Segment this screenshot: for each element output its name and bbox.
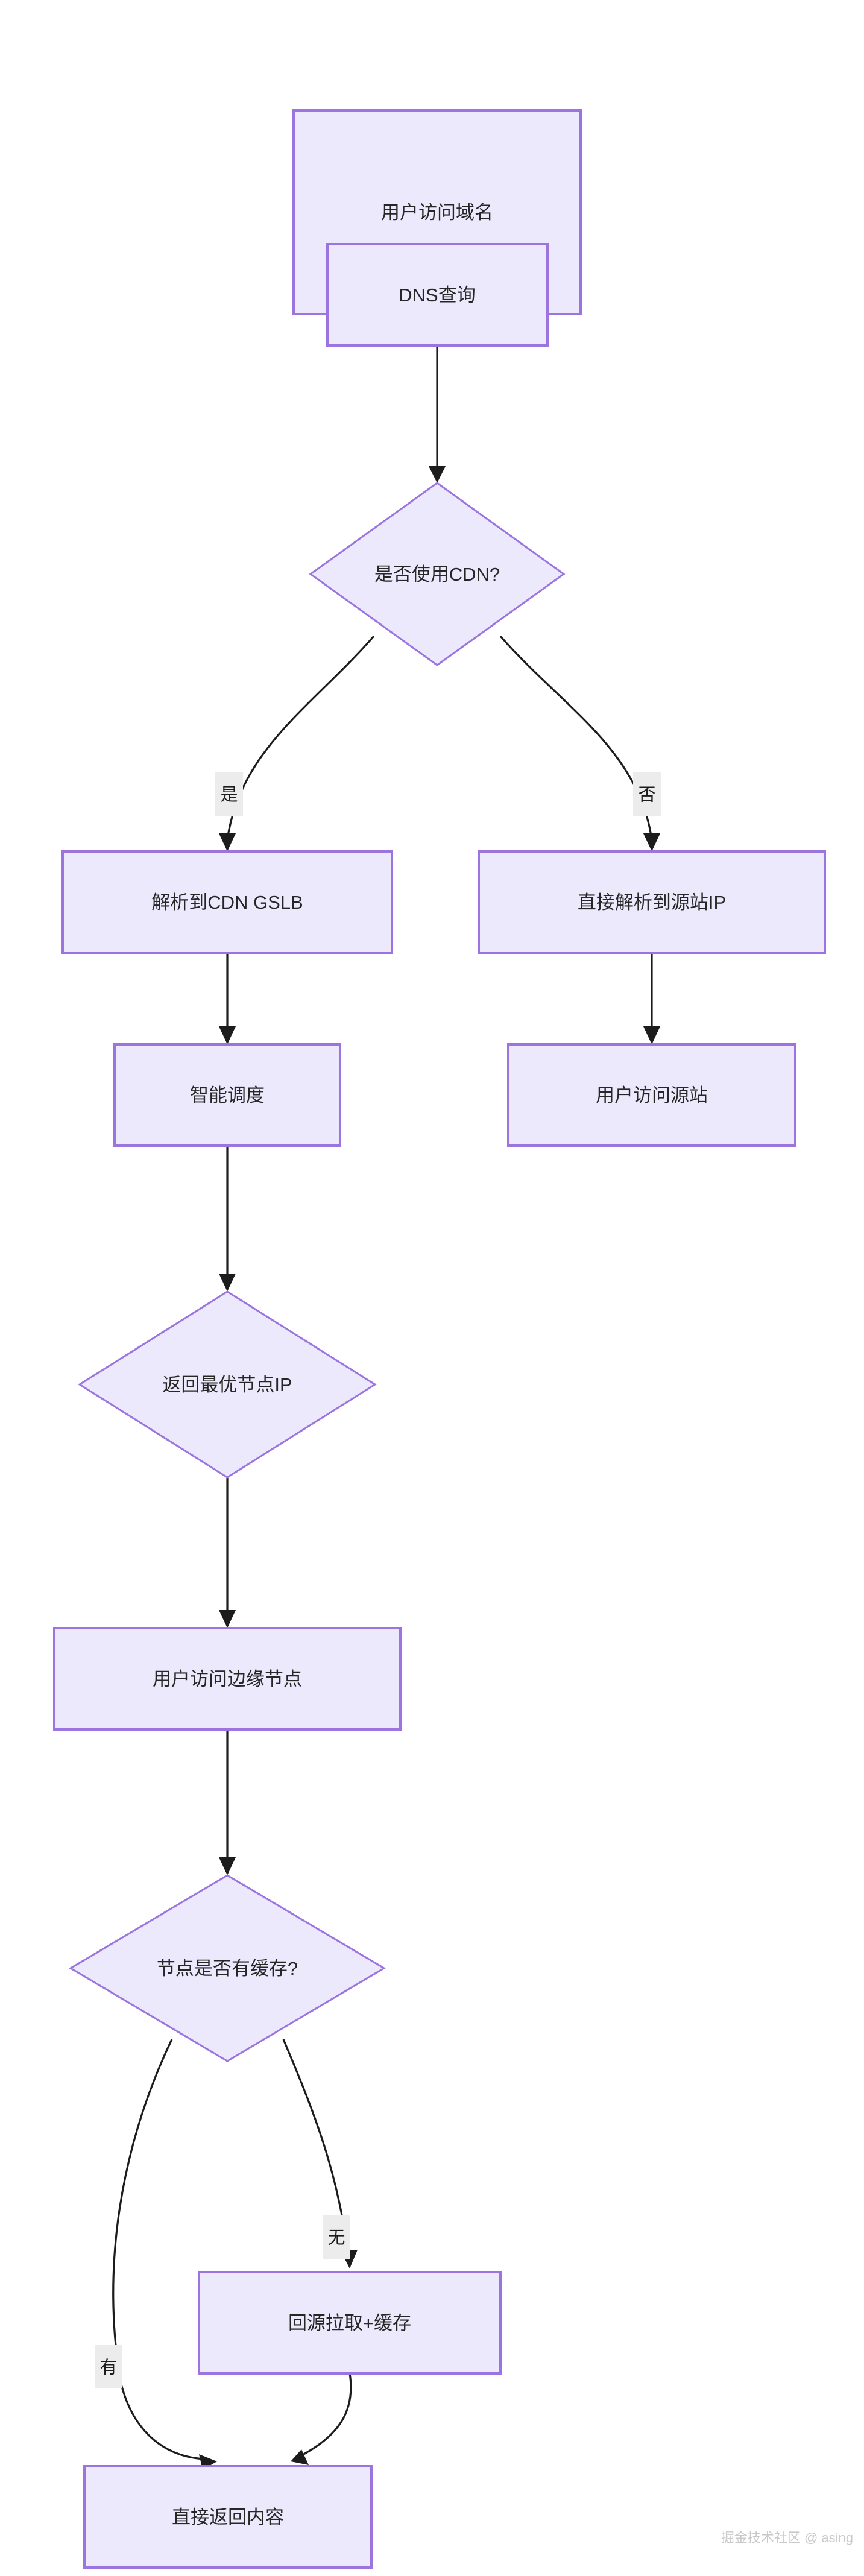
edge-label-background: [633, 772, 661, 816]
edge-arrow-cdn-no-to-origin-ip: [643, 833, 660, 851]
node-intelligent-scheduling[interactable]: 智能调度: [113, 1043, 341, 1147]
node-label-user-visits-domain: 用户访问域名: [381, 202, 493, 223]
node-label-dns-query: DNS查询: [399, 285, 475, 306]
node-label-user-visits-edge-node: 用户访问边缘节点: [153, 1668, 302, 1690]
edge-arrow-dns-to-cdn-decision: [429, 466, 446, 483]
edge-arrow-cdn-yes-to-gslb: [219, 833, 236, 851]
node-user-visits-origin[interactable]: 用户访问源站: [507, 1043, 796, 1147]
node-shape-diamond: [78, 1290, 377, 1479]
node-shape-rect: [113, 1043, 341, 1147]
edge-label-text: 有: [99, 2358, 117, 2378]
edge-label-background: [95, 2345, 122, 2388]
edge-label-text: 是: [220, 786, 238, 805]
edge-label-layer: 是 否 有 无: [95, 772, 661, 2388]
edge-cdn-yes-to-gslb: [226, 635, 375, 840]
node-shape-rect: [53, 1627, 402, 1731]
node-shape-rect: [83, 2465, 373, 2569]
edge-arrow-best-node-to-edge-node: [219, 1610, 236, 1628]
node-return-best-node-ip[interactable]: 返回最优节点IP: [78, 1290, 377, 1479]
edge-label-no-cache: 无: [323, 2215, 350, 2259]
node-shape-rect: [326, 243, 549, 347]
edge-arrow-origin-ip-to-visit-origin: [643, 1026, 660, 1044]
node-label-return-content-directly: 直接返回内容: [172, 2507, 284, 2528]
node-label-decision-use-cdn: 是否使用CDN?: [374, 564, 500, 585]
node-fetch-from-origin-and-cache[interactable]: 回源拉取+缓存: [198, 2271, 502, 2375]
node-decision-use-cdn[interactable]: 是否使用CDN?: [309, 482, 566, 666]
node-shape-rect: [507, 1043, 796, 1147]
node-label-resolve-to-cdn-gslb: 解析到CDN GSLB: [151, 892, 303, 913]
node-dns-query[interactable]: DNS查询: [326, 243, 549, 347]
node-shape-rect: [198, 2271, 502, 2375]
node-decision-node-has-cache[interactable]: 节点是否有缓存?: [69, 1874, 386, 2062]
node-label-return-best-node-ip: 返回最优节点IP: [162, 1374, 292, 1395]
node-label-fetch-from-origin-and-cache: 回源拉取+缓存: [288, 2312, 411, 2334]
node-return-content-directly[interactable]: 直接返回内容: [83, 2465, 373, 2569]
edge-label-background: [323, 2215, 350, 2259]
node-label-intelligent-scheduling: 智能调度: [190, 1085, 265, 1106]
edge-arrow-gslb-to-scheduling: [219, 1026, 236, 1044]
node-shape-diamond: [309, 482, 566, 666]
node-shape-diamond: [69, 1874, 386, 2062]
node-resolve-to-origin-ip[interactable]: 直接解析到源站IP: [478, 850, 826, 954]
edge-cache-hit-to-return-content: [112, 2039, 206, 2460]
node-user-visits-edge-node[interactable]: 用户访问边缘节点: [53, 1627, 402, 1731]
node-label-user-visits-origin: 用户访问源站: [596, 1085, 708, 1106]
edge-arrow-fetch-origin-to-return-content: [291, 2449, 309, 2465]
edge-arrow-edge-node-to-cache-decision: [219, 1857, 236, 1875]
edge-label-background: [215, 772, 243, 816]
node-resolve-to-cdn-gslb[interactable]: 解析到CDN GSLB: [61, 850, 393, 954]
node-label-decision-node-has-cache: 节点是否有缓存?: [157, 1958, 298, 1979]
edge-cdn-no-to-origin-ip: [499, 635, 653, 840]
watermark-label: 掘金技术社区 @ asing: [721, 2530, 853, 2545]
edge-label-has-cache: 有: [95, 2345, 122, 2388]
edge-label-yes-use-cdn: 是: [215, 772, 243, 816]
node-layer: 用户访问域名 DNS查询 是否使用CDN? 解析到CDN GSLB 直接解析到源…: [53, 109, 826, 2569]
node-shape-rect: [61, 850, 393, 954]
edge-label-text: 无: [327, 2229, 345, 2248]
node-label-resolve-to-origin-ip: 直接解析到源站IP: [578, 892, 726, 913]
edge-label-no-use-cdn: 否: [633, 772, 661, 816]
edge-arrow-scheduling-to-best-node: [219, 1274, 236, 1292]
edge-label-text: 否: [638, 786, 655, 805]
node-shape-rect: [478, 850, 826, 954]
edge-fetch-origin-to-return-content: [301, 2373, 352, 2457]
